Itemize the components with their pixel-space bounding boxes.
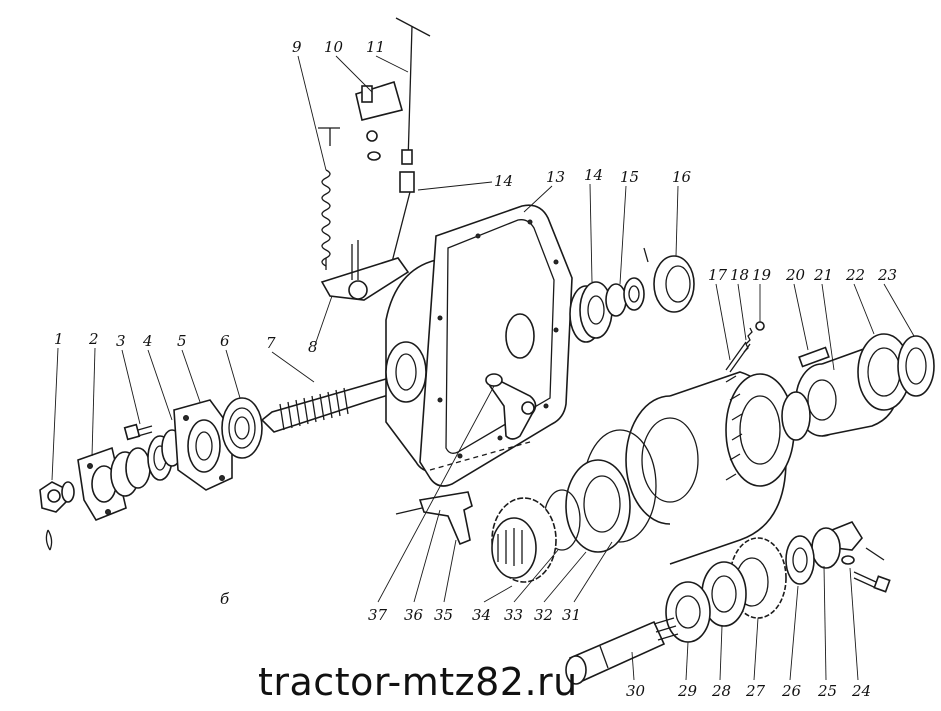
part-fork-36 (395, 491, 473, 546)
callout-14-upper: 14 (494, 172, 513, 190)
callout-19: 19 (752, 266, 772, 284)
part-bearing-cap-5 (173, 399, 233, 491)
part-bearing-32 (565, 459, 631, 553)
callout-14: 14 (584, 166, 603, 184)
callout-8: 8 (308, 338, 318, 356)
part-spring-18 (743, 327, 753, 353)
part-nut-25 (811, 521, 863, 569)
part-nut-1 (39, 481, 75, 551)
part-lever-rod-11 (395, 17, 431, 193)
part-bracket-10 (355, 80, 403, 161)
callout-24: 24 (851, 682, 871, 700)
callout-7: 7 (266, 334, 276, 352)
callout-9: 9 (292, 38, 302, 56)
part-cap-23 (897, 335, 935, 397)
callout-26: 26 (781, 682, 802, 700)
part-key-20 (798, 346, 830, 368)
callout-31: 31 (562, 606, 581, 624)
callout-2: 2 (88, 330, 99, 348)
callout-5: 5 (177, 332, 187, 350)
callout-3: 3 (116, 332, 126, 350)
callout-11: 11 (366, 38, 385, 56)
part-output-shaft-30 (565, 617, 679, 685)
callout-16: 16 (672, 168, 692, 186)
callout-36: 36 (404, 606, 424, 624)
part-bearing-29 (665, 581, 711, 643)
callout-23: 23 (877, 266, 897, 284)
callout-37: 37 (368, 606, 388, 624)
callout-17: 17 (708, 266, 728, 284)
callout-22: 22 (845, 266, 865, 284)
part-washer-26 (785, 535, 815, 585)
part-clutch-gear-assembly (625, 371, 811, 565)
callout-20: 20 (785, 266, 806, 284)
callout-32: 32 (534, 606, 553, 624)
part-ring-16 (643, 247, 695, 313)
callout-28: 28 (711, 682, 731, 700)
part-bearing-6 (221, 397, 263, 459)
callout-13: 13 (546, 168, 565, 186)
callout-25: 25 (817, 682, 837, 700)
part-bearing-14 (569, 281, 613, 343)
watermark-text: tractor-mtz82.ru (258, 660, 578, 704)
callout-1: 1 (54, 330, 64, 348)
part-bolt-24 (853, 547, 891, 593)
part-shift-lever-8 (320, 240, 410, 301)
part-ball-19 (755, 321, 765, 331)
subfigure-label: б (220, 590, 230, 608)
callout-33: 33 (504, 606, 523, 624)
part-bolt-3 (123, 423, 153, 441)
part-cover-flange-2 (77, 446, 151, 521)
callout-10: 10 (324, 38, 344, 56)
callout-29: 29 (677, 682, 698, 700)
callout-21: 21 (813, 266, 833, 284)
callout-15: 15 (620, 168, 639, 186)
callout-35: 35 (434, 606, 453, 624)
callout-4: 4 (142, 332, 153, 350)
part-washer-15 (605, 277, 645, 317)
callout-18: 18 (730, 266, 749, 284)
callout-34: 34 (472, 606, 491, 624)
part-gear-34 (491, 497, 557, 583)
part-fork-shaft-37 (485, 373, 537, 440)
part-housing-13 (385, 204, 573, 487)
callout-6: 6 (220, 332, 230, 350)
part-spring-9 (318, 127, 340, 270)
callout-30: 30 (626, 682, 646, 700)
callout-27: 27 (745, 682, 766, 700)
